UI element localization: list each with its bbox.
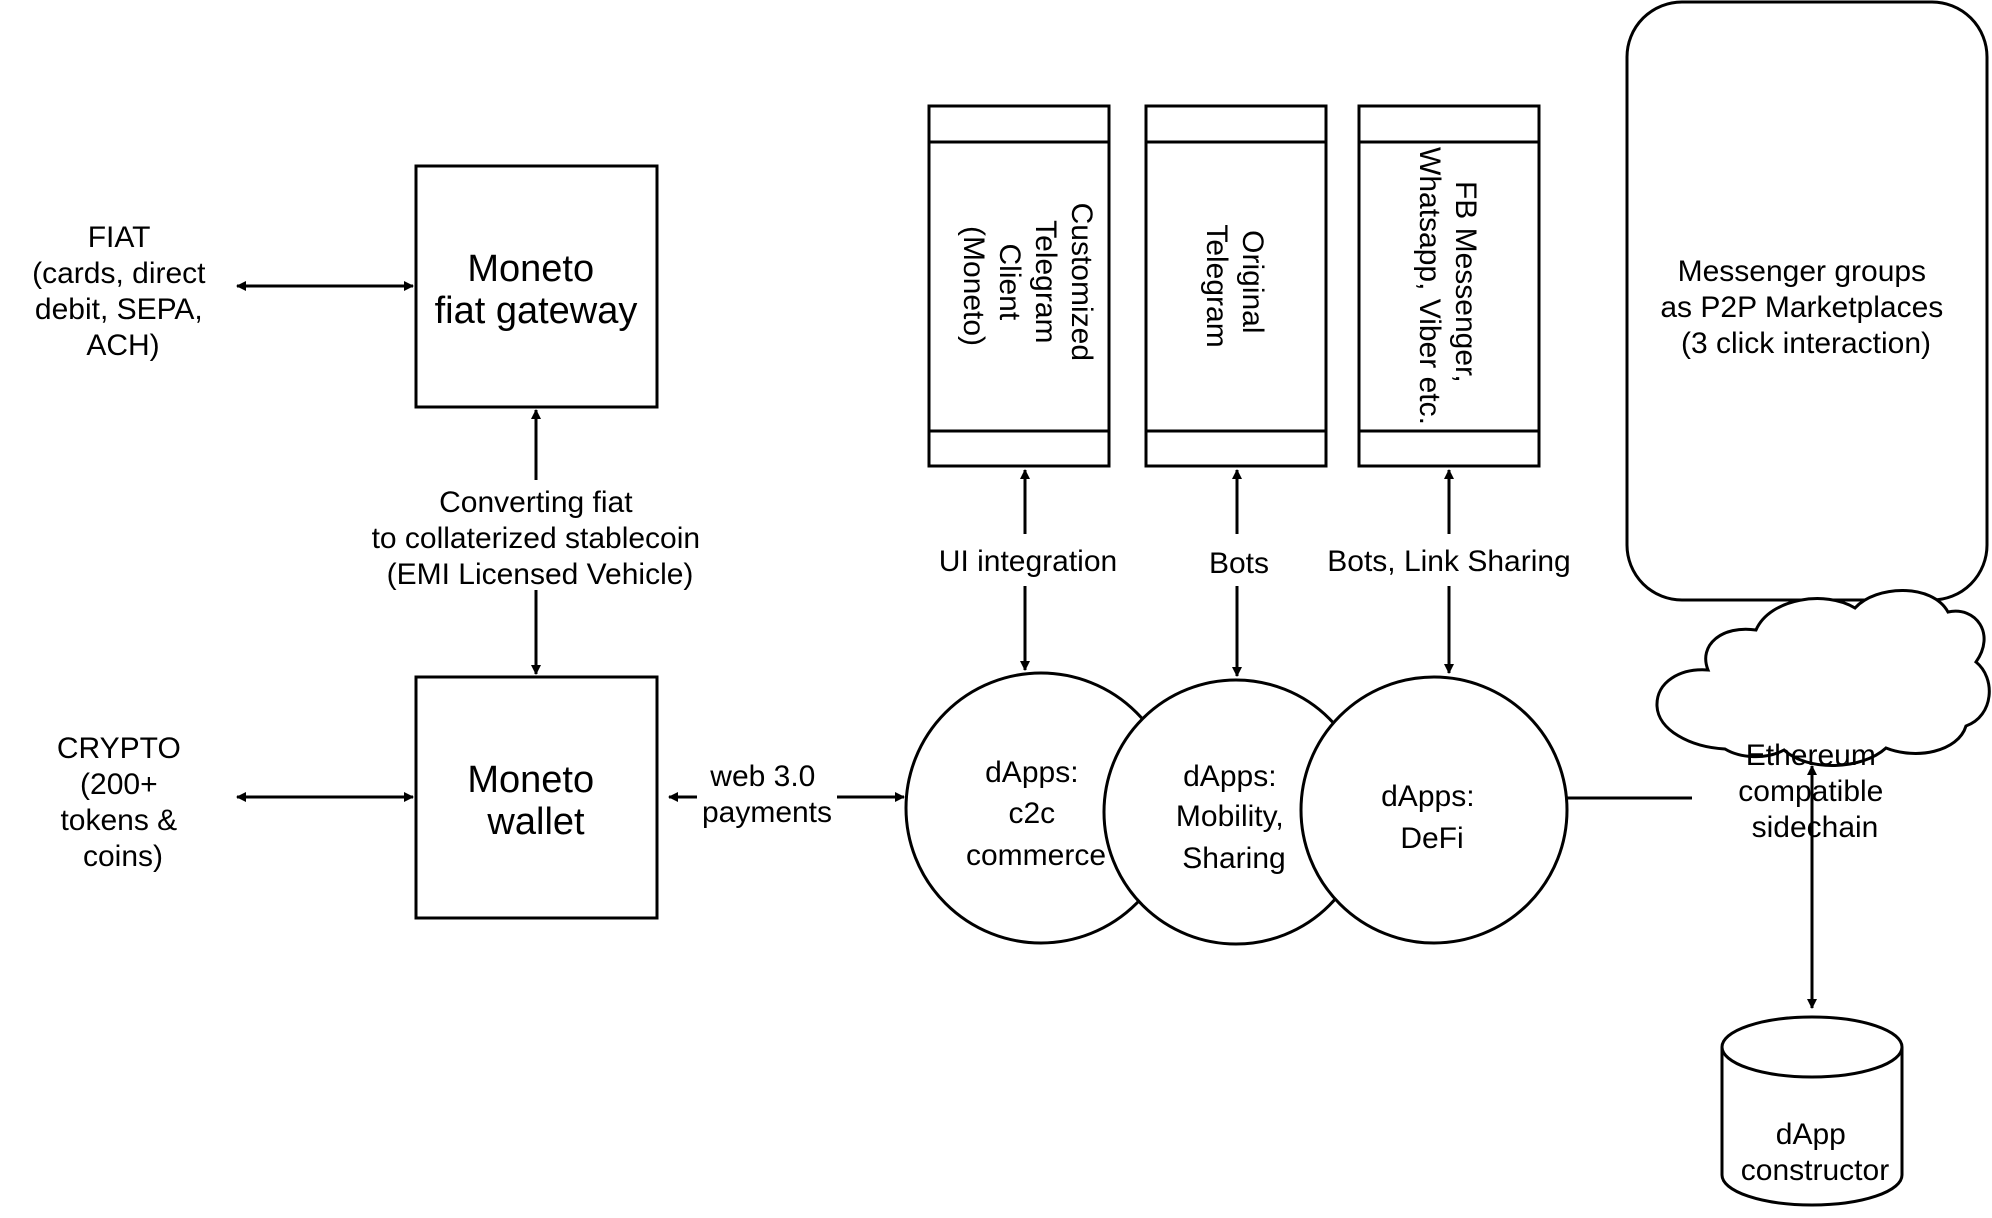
- constructor-label: dApp constructor: [1741, 1118, 1889, 1187]
- fiat-gateway-title: Moneto fiat gateway: [435, 248, 638, 332]
- connector-label-bots: Bots: [1209, 547, 1269, 580]
- dapp-constructor-cylinder: [1720, 1015, 1904, 1207]
- client-label-original-telegram: Original Telegram: [1200, 224, 1269, 347]
- wallet-title: Moneto wallet: [467, 759, 604, 843]
- client-label-customized-telegram: Customized Telegram Client (Moneto): [957, 203, 1098, 370]
- client-panel-other-messengers: [1357, 104, 1541, 468]
- web3-label: web 3.0 payments: [702, 760, 832, 829]
- sidechain-cloud: [1655, 589, 1991, 767]
- client-label-other-messengers: FB Messenger, Whatsapp, Viber etc.: [1413, 147, 1482, 425]
- client-panel-customized-telegram: [927, 104, 1111, 468]
- wallet-box: [414, 675, 659, 920]
- crypto-label: CRYPTO (200+ tokens & coins): [57, 732, 189, 873]
- dapp-label-defi: dApps: DeFi: [1381, 780, 1483, 855]
- dapp-label-c2c: dApps: c2c commerce: [966, 756, 1106, 872]
- connector-label-ui-integration: UI integration: [939, 545, 1117, 578]
- sidechain-label: Ethereum compatible sidechain: [1738, 739, 1891, 844]
- fiat-gateway-box: [414, 164, 659, 409]
- dapp-label-mobility: dApps: Mobility, Sharing: [1176, 760, 1292, 875]
- converting-label: Converting fiat to collaterized stableco…: [372, 486, 709, 591]
- dapp-circle-defi: [1299, 675, 1569, 945]
- fiat-label: FIAT (cards, direct debit, SEPA, ACH): [32, 221, 214, 362]
- marketplaces-label: Messenger groups as P2P Marketplaces (3 …: [1660, 255, 1951, 360]
- connector-label-link-sharing: Bots, Link Sharing: [1327, 545, 1570, 578]
- client-panel-original-telegram: [1144, 104, 1328, 468]
